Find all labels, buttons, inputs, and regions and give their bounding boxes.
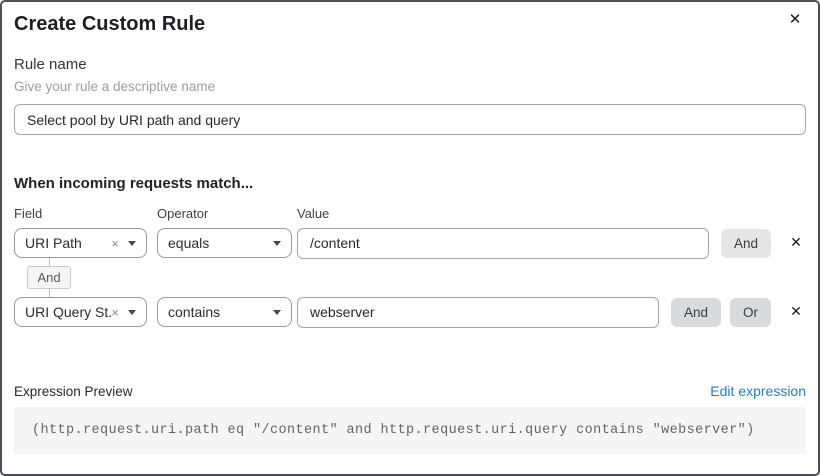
field-column-label: Field (14, 206, 43, 221)
field-select-value: URI Query St... (25, 304, 112, 320)
close-icon[interactable]: ✕ (784, 8, 806, 30)
delete-condition-icon[interactable]: ✕ (786, 235, 806, 251)
joiner-and-badge: And (27, 266, 71, 289)
operator-select[interactable]: equals (157, 228, 292, 258)
operator-column-label: Operator (157, 206, 209, 221)
clear-selection-icon[interactable]: × (111, 304, 119, 320)
clear-selection-icon[interactable]: × (111, 235, 119, 251)
chevron-down-icon (128, 309, 136, 315)
rule-name-helper: Give your rule a descriptive name (14, 79, 216, 94)
add-or-condition-button[interactable]: Or (730, 297, 771, 327)
chevron-down-icon (273, 309, 281, 315)
field-select[interactable]: URI Query St... × (14, 297, 147, 327)
operator-select-value: contains (168, 304, 221, 320)
field-select[interactable]: URI Path × (14, 228, 147, 258)
field-select-value: URI Path (25, 235, 82, 251)
delete-condition-icon[interactable]: ✕ (786, 304, 806, 320)
value-input[interactable] (297, 296, 659, 328)
expression-preview-header: Expression Preview Edit expression (14, 383, 806, 399)
condition-joiner: And (27, 258, 71, 297)
operator-select-value: equals (168, 235, 210, 251)
edit-expression-link[interactable]: Edit expression (710, 383, 806, 399)
expression-preview-label: Expression Preview (14, 384, 133, 399)
match-heading: When incoming requests match... (14, 175, 254, 192)
chevron-down-icon (273, 240, 281, 246)
condition-row: URI Path × equals And ✕ (14, 227, 806, 259)
add-and-condition-button[interactable]: And (720, 228, 771, 258)
dialog-title: Create Custom Rule (14, 13, 206, 35)
chevron-down-icon (128, 240, 136, 246)
add-and-condition-button[interactable]: And (670, 297, 721, 327)
operator-select[interactable]: contains (157, 297, 292, 327)
value-input[interactable] (297, 227, 709, 259)
expression-code: (http.request.uri.path eq "/content" and… (14, 407, 806, 454)
condition-column-labels: Field Operator Value (14, 206, 806, 221)
joiner-line (48, 258, 50, 266)
joiner-line (48, 289, 50, 297)
condition-row: URI Query St... × contains And Or ✕ (14, 296, 806, 328)
rule-name-label: Rule name (14, 56, 87, 73)
value-column-label: Value (297, 206, 330, 221)
rule-name-input[interactable] (14, 104, 806, 135)
